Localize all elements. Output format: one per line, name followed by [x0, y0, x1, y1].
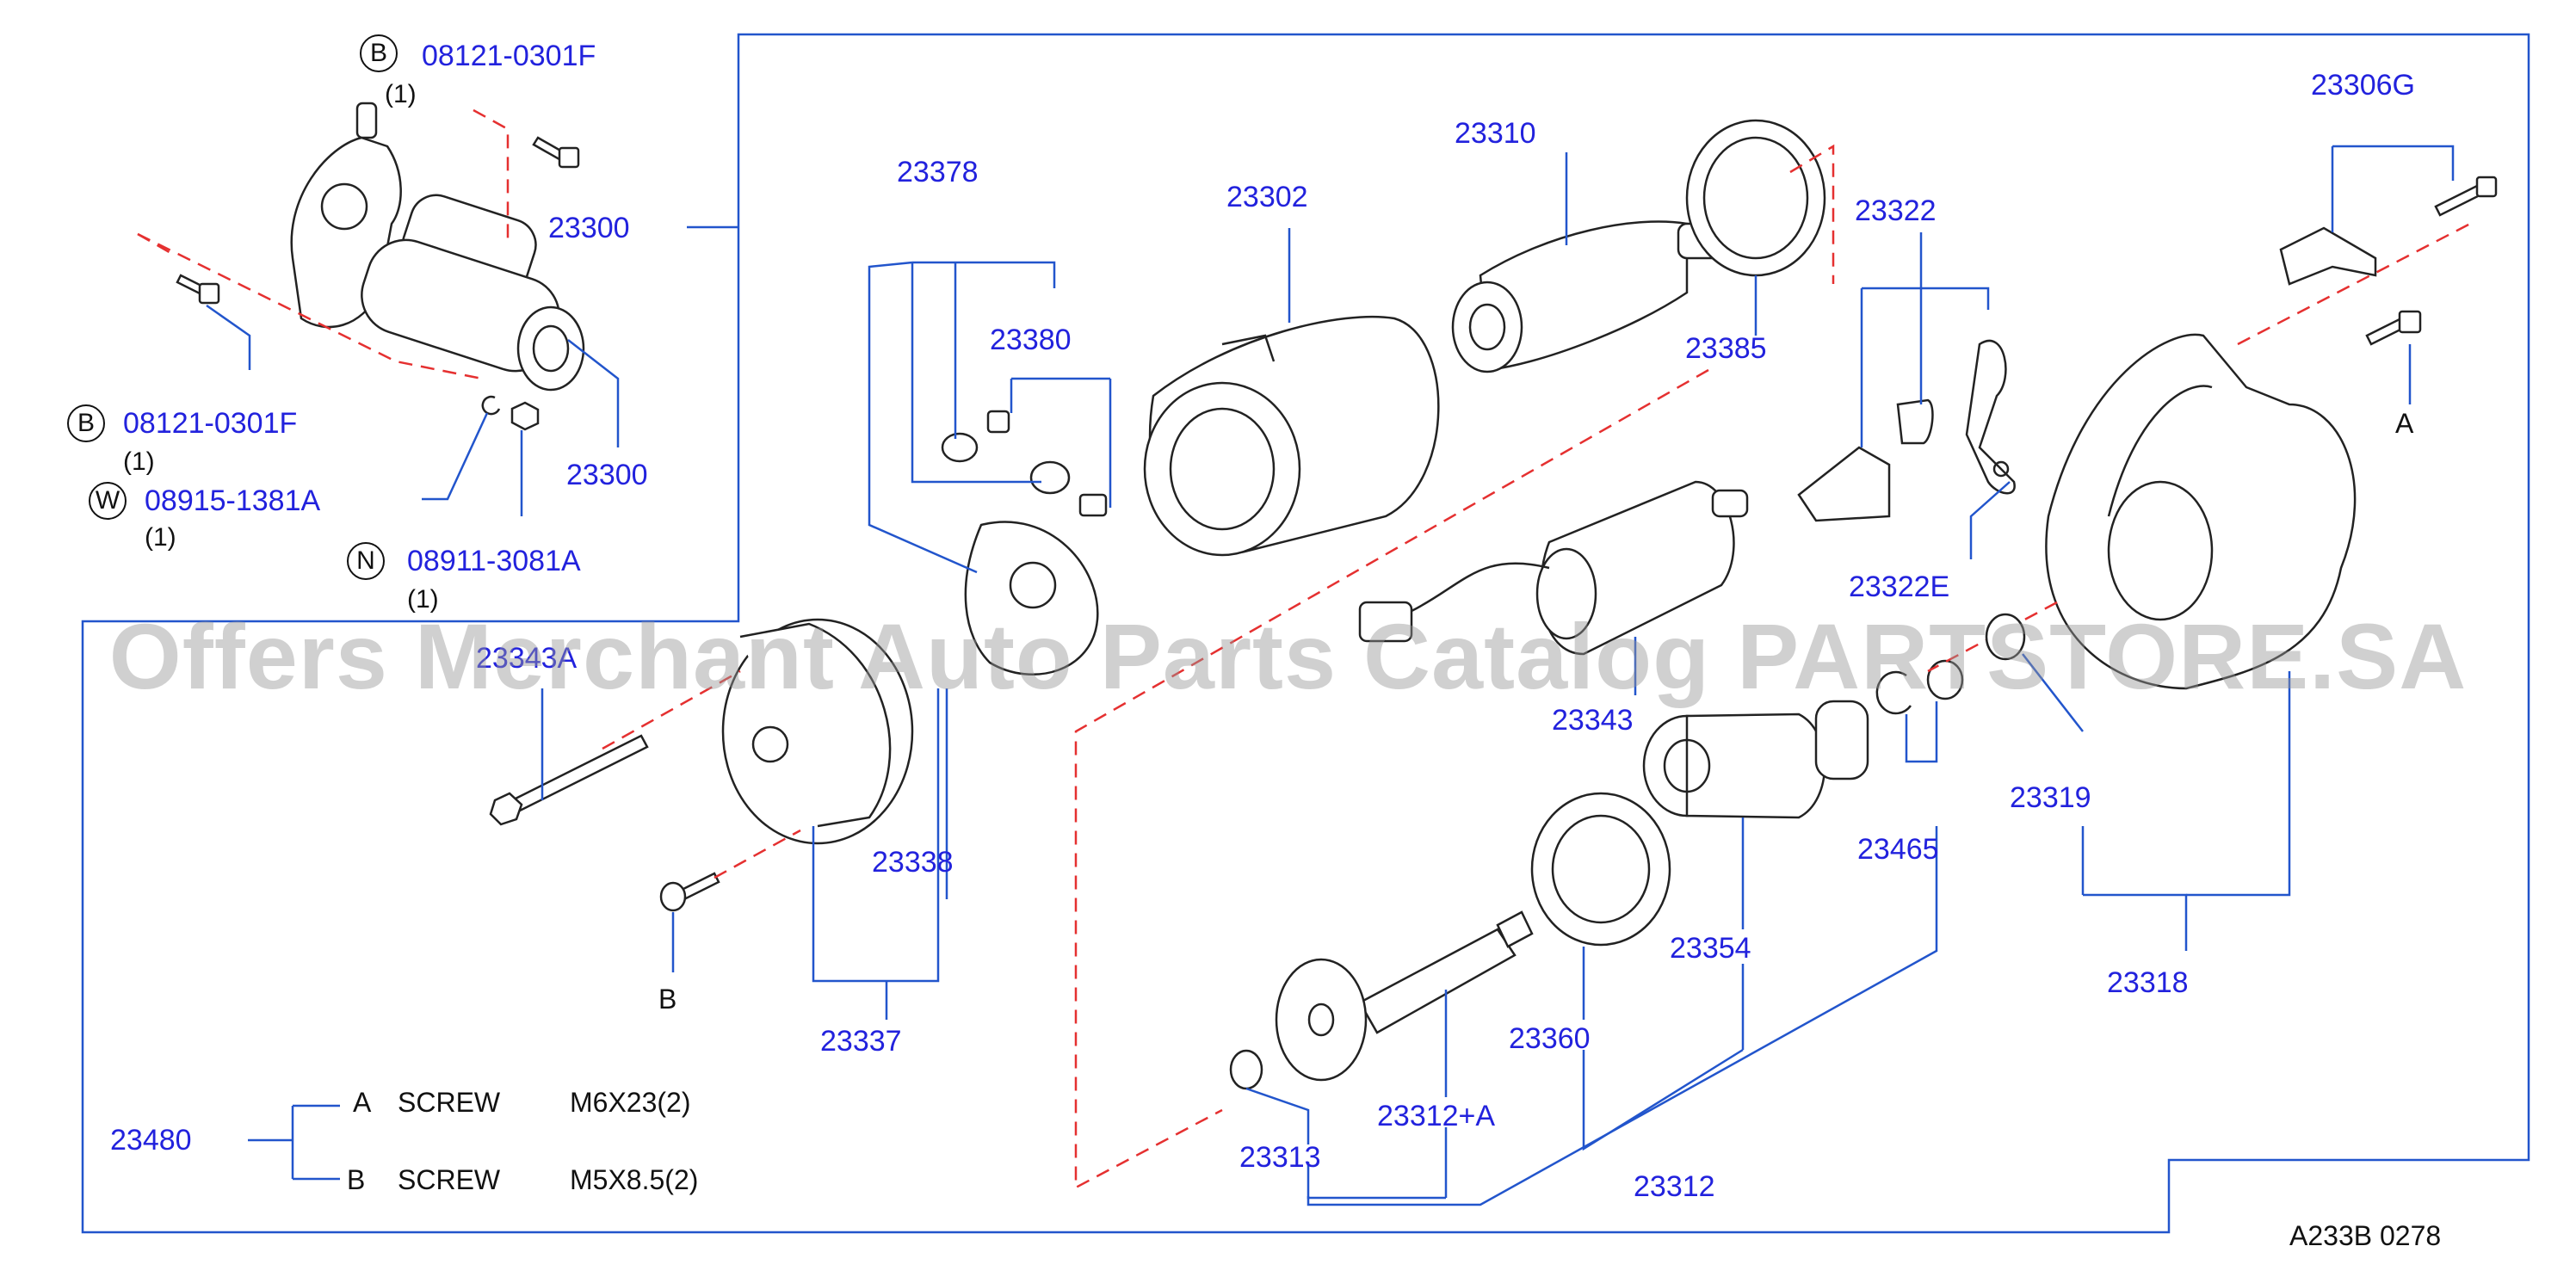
legend-a-letter: A [353, 1087, 372, 1118]
qty-top-b: (1) [385, 80, 417, 108]
legend-b-letter: B [347, 1164, 366, 1195]
label-23312A[interactable]: 23312+A [1377, 1100, 1496, 1132]
legend-b-size: M5X8.5(2) [570, 1164, 699, 1195]
legend-a-name: SCREW [398, 1087, 501, 1118]
label-b-screw: B [658, 984, 677, 1015]
label-08911-3081A[interactable]: 08911-3081A [407, 545, 581, 577]
rear-cover-drawing [721, 618, 914, 845]
label-23322[interactable]: 23322 [1855, 194, 1937, 227]
callout-b-top: B [360, 34, 398, 72]
label-23338[interactable]: 23338 [872, 846, 954, 879]
label-23343[interactable]: 23343 [1552, 704, 1634, 737]
label-23337[interactable]: 23337 [820, 1025, 902, 1058]
label-a-right: A [2395, 408, 2414, 439]
clip-drawing [1797, 339, 2016, 522]
label-23322E[interactable]: 23322E [1849, 571, 1950, 603]
brush-plate-drawing [964, 521, 1099, 676]
watermark: Offers Merchant Auto Parts Catalog PARTS… [108, 604, 2468, 708]
label-23465[interactable]: 23465 [1857, 833, 1939, 866]
bolt-left-drawing [176, 274, 220, 305]
label-08915-1381A[interactable]: 08915-1381A [145, 484, 321, 517]
bushing-23319-drawing [1985, 613, 2026, 661]
snap-ring-drawing [1875, 670, 1912, 715]
label-23312[interactable]: 23312 [1634, 1170, 1715, 1203]
label-23380[interactable]: 23380 [990, 324, 1072, 356]
diagram-code: A233B 0278 [2289, 1220, 2442, 1251]
starter-assembly-drawing [290, 102, 585, 392]
qty-n: (1) [407, 585, 439, 614]
frame-border [81, 33, 2530, 1234]
solenoid-drawing [1358, 480, 1749, 656]
label-23360[interactable]: 23360 [1509, 1022, 1591, 1055]
nut-drawing [510, 401, 540, 431]
label-23310[interactable]: 23310 [1455, 117, 1536, 150]
ring-drawing [1685, 119, 1826, 277]
label-23354[interactable]: 23354 [1670, 932, 1751, 965]
label-23319[interactable]: 23319 [2010, 781, 2091, 814]
label-08121-0301F-left[interactable]: 08121-0301F [123, 407, 298, 440]
label-23306G[interactable]: 23306G [2311, 69, 2415, 102]
label-23300-a[interactable]: 23300 [548, 212, 630, 244]
bracket-drawing [2279, 226, 2377, 286]
washer-drawing [481, 395, 501, 416]
screw-b-drawing [659, 872, 720, 912]
yoke-drawing [1143, 315, 1440, 557]
armature-drawing [1451, 220, 1723, 373]
label-23318[interactable]: 23318 [2107, 966, 2189, 999]
label-23300-b[interactable]: 23300 [566, 459, 648, 491]
label-23313[interactable]: 23313 [1239, 1141, 1321, 1174]
clutch-ring-drawing [1530, 792, 1671, 947]
callout-w: W [89, 482, 127, 520]
qty-w: (1) [145, 523, 176, 552]
label-08121-0301F-top[interactable]: 08121-0301F [422, 40, 596, 72]
qty-left-b: (1) [123, 447, 155, 476]
brush-springs-drawing [941, 410, 1108, 517]
bolt-top-drawing [532, 136, 580, 169]
callout-b-left: B [67, 404, 105, 442]
callout-n: N [347, 542, 385, 580]
pinion-clutch-drawing [1642, 700, 1869, 819]
bushing-drawing [1229, 1049, 1263, 1090]
legend-b-name: SCREW [398, 1164, 501, 1195]
front-housing-drawing [2045, 333, 2357, 690]
label-23378[interactable]: 23378 [897, 156, 979, 188]
legend-a-size: M6X23(2) [570, 1087, 691, 1118]
pinion-shaft-drawing [1275, 910, 1534, 1082]
label-23480[interactable]: 23480 [110, 1124, 192, 1157]
label-23302[interactable]: 23302 [1226, 181, 1308, 213]
bolt-a-drawing [2365, 176, 2498, 346]
through-bolt-drawing [489, 734, 649, 826]
label-23385[interactable]: 23385 [1685, 332, 1767, 365]
label-23343A[interactable]: 23343A [476, 642, 578, 675]
